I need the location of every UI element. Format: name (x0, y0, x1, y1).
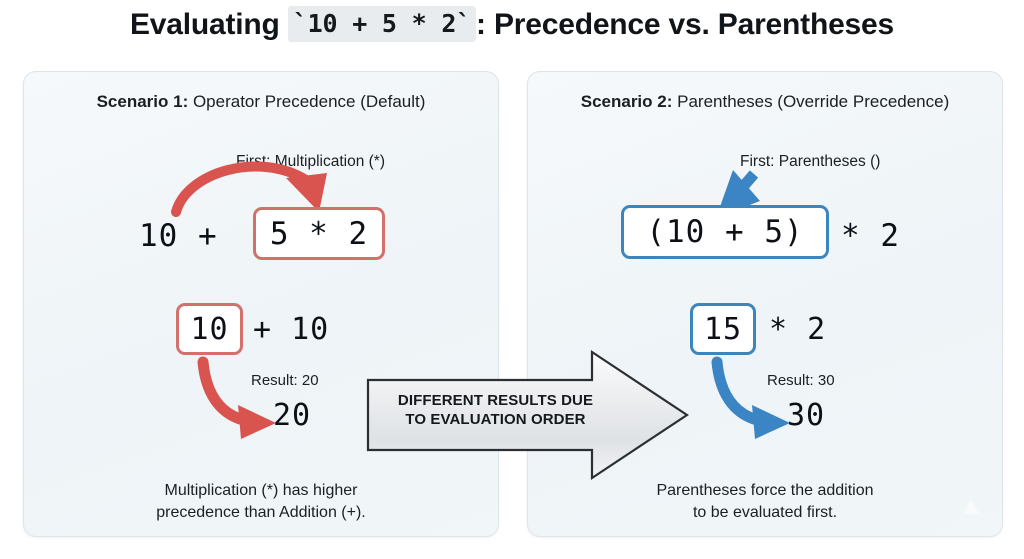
scenario-2-result-value: 30 (787, 398, 826, 433)
scenario-1-step-label: First: Multiplication (*) (236, 153, 385, 170)
scenario-2-heading: Scenario 2: Parentheses (Override Preced… (528, 92, 1002, 112)
scenario-2-footnote-line-1: Parentheses force the addition (656, 482, 874, 499)
scenario-2-row2-highlight: 15 (690, 303, 756, 355)
scenario-2-row1-suffix: * 2 (841, 218, 900, 254)
center-banner-text: DIFFERENT RESULTS DUE TO EVALUATION ORDE… (378, 391, 613, 429)
scenario-1-footnote-line-1: Multiplication (*) has higher (164, 482, 358, 499)
page-title: Evaluating `10 + 5 * 2`: Precedence vs. … (0, 6, 1024, 42)
center-banner-line-1: DIFFERENT RESULTS DUE (397, 392, 594, 409)
scenario-2-footnote-line-2: to be evaluated first. (692, 503, 838, 521)
scenario-1-row2-suffix: + 10 (253, 312, 330, 347)
scenario-1-row2-highlight: 10 (176, 303, 243, 355)
scenario-2-footnote: Parentheses force the addition to be eva… (528, 480, 1002, 523)
scenario-1-result-label: Result: 20 (251, 372, 319, 389)
center-comparison-arrow: DIFFERENT RESULTS DUE TO EVALUATION ORDE… (360, 345, 695, 485)
watermark-triangle-icon (962, 499, 980, 515)
scenario-1-row1-highlight: 5 * 2 (253, 207, 385, 260)
page-title-code: `10 + 5 * 2` (287, 6, 477, 42)
scenario-2-heading-rest: Parentheses (Override Precedence) (672, 92, 950, 111)
scenario-2-heading-lead: Scenario 2: (580, 92, 673, 111)
scenario-2-step-label: First: Parentheses () (740, 153, 881, 170)
scenario-2-result-label: Result: 30 (767, 372, 835, 389)
page-title-suffix: : Precedence vs. Parentheses (476, 8, 895, 41)
scenario-1-heading: Scenario 1: Operator Precedence (Default… (24, 92, 498, 112)
scenario-1-heading-lead: Scenario 1: (96, 92, 189, 111)
scenario-1-footnote: Multiplication (*) has higher precedence… (24, 480, 498, 523)
center-banner-line-2: TO EVALUATION ORDER (405, 411, 586, 429)
scenario-1-result-value: 20 (273, 398, 312, 433)
scenario-1-footnote-line-2: precedence than Addition (+). (156, 503, 366, 521)
big-right-arrow-icon (366, 349, 689, 481)
scenario-1-row1-prefix: 10 + (139, 218, 218, 254)
scenario-2-row1-highlight: (10 + 5) (621, 205, 829, 259)
page-title-prefix: Evaluating (129, 8, 288, 41)
scenario-1-heading-rest: Operator Precedence (Default) (188, 92, 426, 111)
scenario-2-row2-suffix: * 2 (769, 312, 827, 347)
